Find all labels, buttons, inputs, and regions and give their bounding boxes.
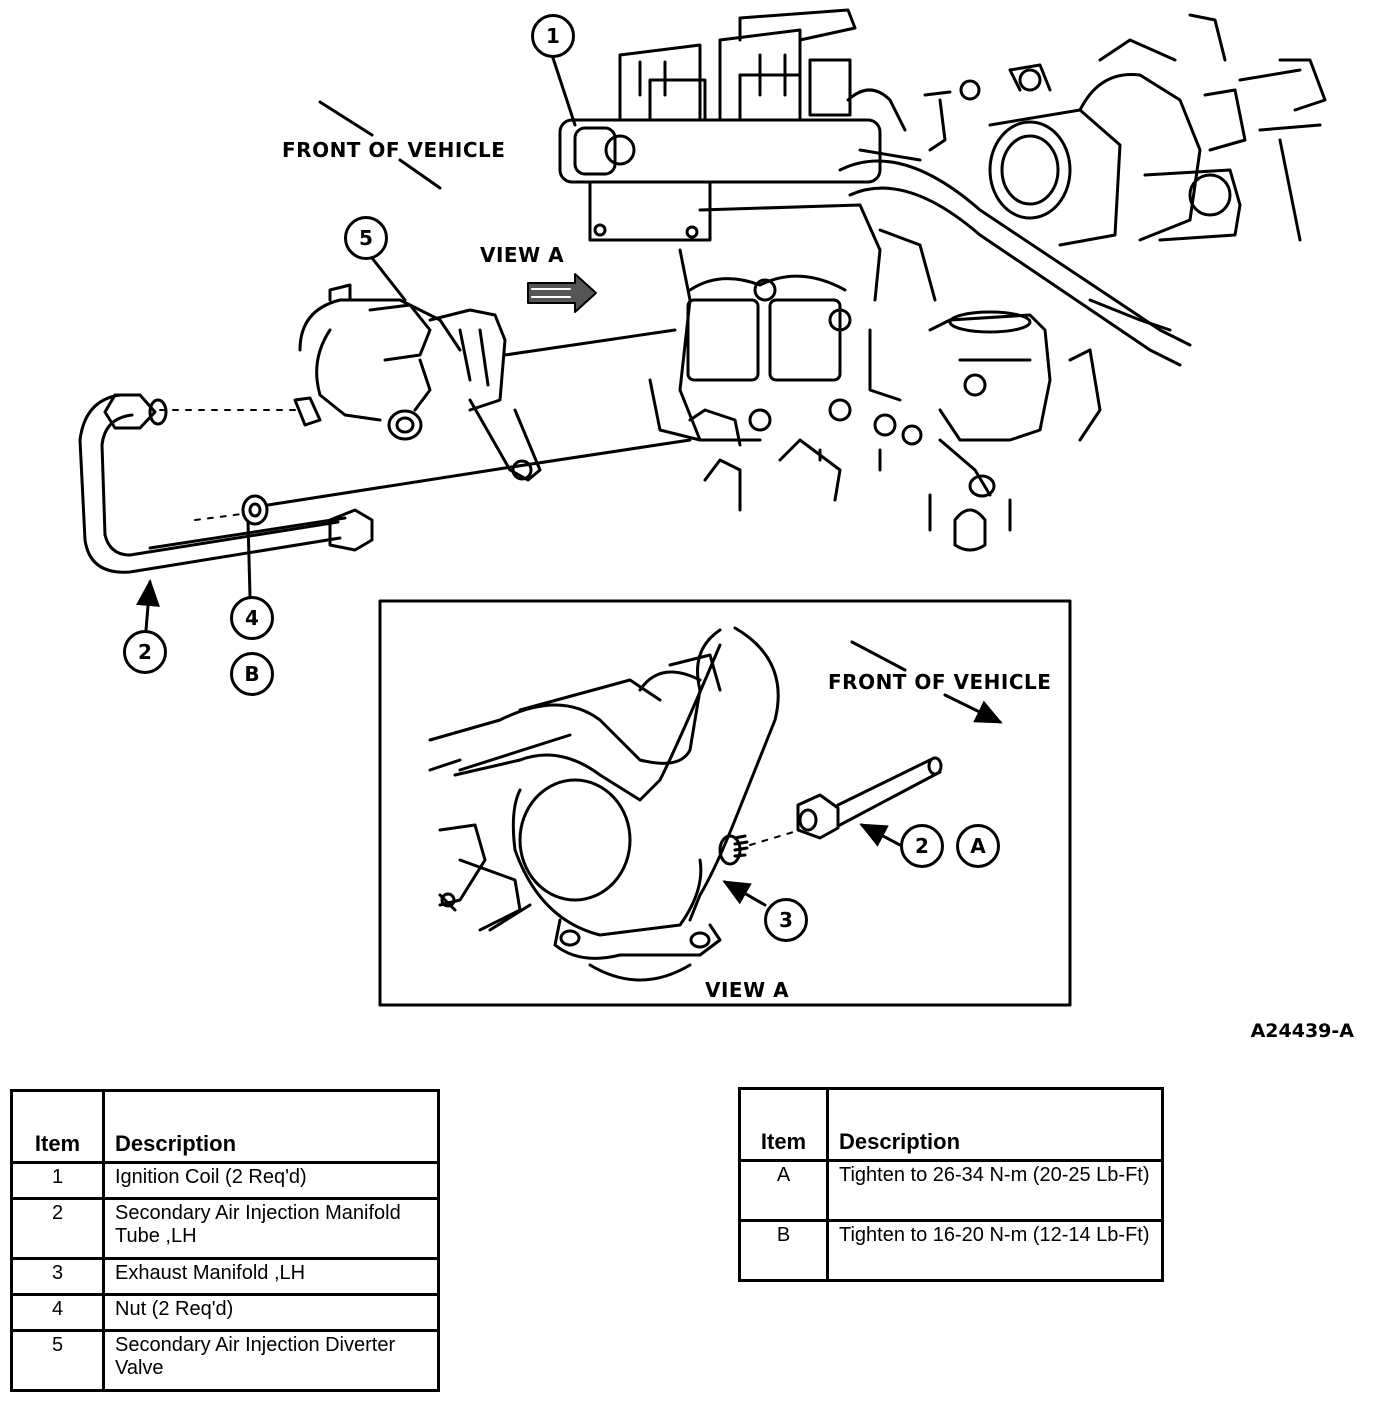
callout-2: 2 — [123, 630, 167, 674]
torque-header-description: Description — [826, 1087, 1164, 1162]
callout-a: A — [956, 824, 1000, 868]
item-number: 1 — [10, 1161, 105, 1200]
item-description: Ignition Coil (2 Req'd) — [102, 1161, 440, 1200]
callout-5: 5 — [344, 216, 388, 260]
callout-b: B — [230, 652, 274, 696]
items-header-description: Description — [102, 1089, 440, 1164]
table-row: 4 Nut (2 Req'd) — [10, 1293, 440, 1332]
items-table: Item Description 1 Ignition Coil (2 Req'… — [10, 1089, 440, 1392]
torque-header-item: Item — [738, 1087, 829, 1162]
table-row: 1 Ignition Coil (2 Req'd) — [10, 1161, 440, 1200]
torque-table: Item Description A Tighten to 26-34 N-m … — [738, 1087, 1164, 1282]
table-row: 2 Secondary Air Injection Manifold Tube … — [10, 1197, 440, 1260]
inset-front-of-vehicle-label: FRONT OF VEHICLE — [828, 670, 1052, 694]
items-header-item: Item — [10, 1089, 105, 1164]
callout-2-inset: 2 — [900, 824, 944, 868]
torque-description: Tighten to 26-34 N-m (20-25 Lb-Ft) — [826, 1159, 1164, 1222]
callout-3: 3 — [764, 898, 808, 942]
item-description: Exhaust Manifold ,LH — [102, 1257, 440, 1296]
item-description: Secondary Air Injection Manifold Tube ,L… — [102, 1197, 440, 1260]
callout-1: 1 — [531, 14, 575, 58]
item-number: 5 — [10, 1329, 105, 1392]
torque-description: Tighten to 16-20 N-m (12-14 Lb-Ft) — [826, 1219, 1164, 1282]
item-description: Nut (2 Req'd) — [102, 1293, 440, 1332]
item-description: Secondary Air Injection Diverter Valve — [102, 1329, 440, 1392]
item-number: 4 — [10, 1293, 105, 1332]
front-of-vehicle-label: FRONT OF VEHICLE — [282, 138, 506, 162]
view-a-arrow-label: VIEW A — [480, 243, 565, 267]
table-row: 3 Exhaust Manifold ,LH — [10, 1257, 440, 1296]
torque-item: B — [738, 1219, 829, 1282]
table-row: B Tighten to 16-20 N-m (12-14 Lb-Ft) — [738, 1219, 1164, 1282]
view-a-caption: VIEW A — [705, 978, 790, 1002]
callout-4: 4 — [230, 596, 274, 640]
table-row: A Tighten to 26-34 N-m (20-25 Lb-Ft) — [738, 1159, 1164, 1222]
table-row: 5 Secondary Air Injection Diverter Valve — [10, 1329, 440, 1392]
item-number: 3 — [10, 1257, 105, 1296]
item-number: 2 — [10, 1197, 105, 1260]
figure-id: A24439-A — [1250, 1020, 1354, 1042]
torque-item: A — [738, 1159, 829, 1222]
